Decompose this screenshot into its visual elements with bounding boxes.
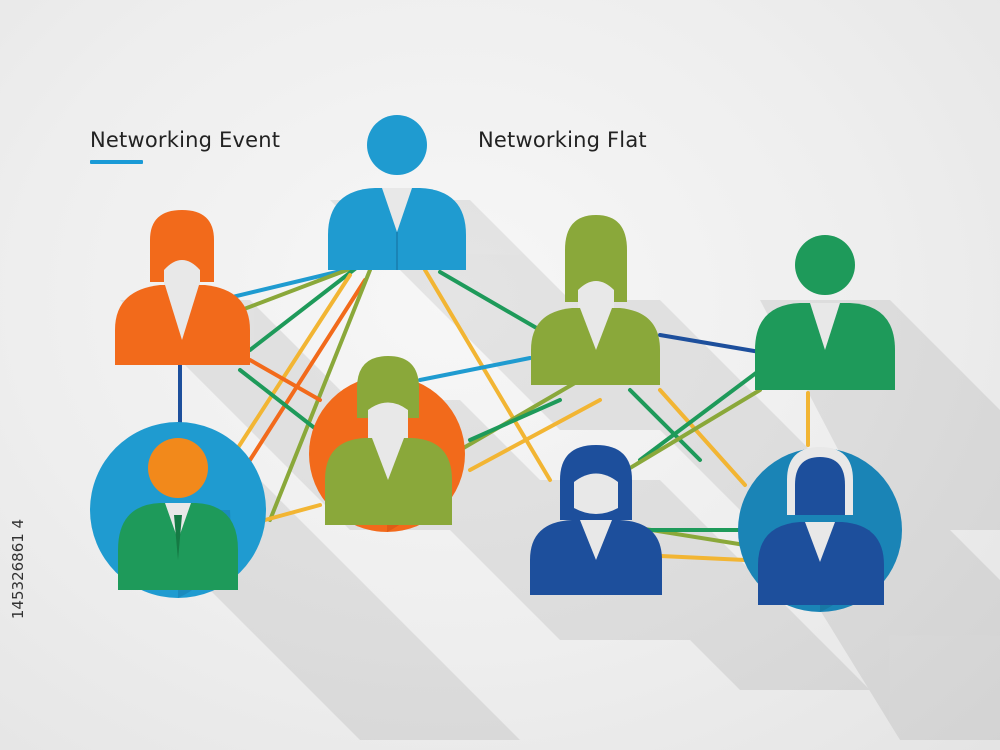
title-underline bbox=[90, 160, 143, 164]
title-networking-flat: Networking Flat bbox=[478, 128, 647, 152]
person-right-navy-on-blue bbox=[738, 447, 902, 612]
person-navy-woman bbox=[530, 445, 662, 595]
person-orange-woman bbox=[115, 210, 250, 365]
stock-id-text: 145326861 4 bbox=[9, 518, 27, 620]
person-green-woman bbox=[531, 215, 660, 385]
person-green-right bbox=[755, 235, 895, 390]
person-center-green-on-orange bbox=[309, 356, 465, 532]
person-top-blue bbox=[328, 115, 466, 270]
title-networking-event: Networking Event bbox=[90, 128, 281, 152]
person-left-green-on-blue bbox=[90, 422, 266, 598]
